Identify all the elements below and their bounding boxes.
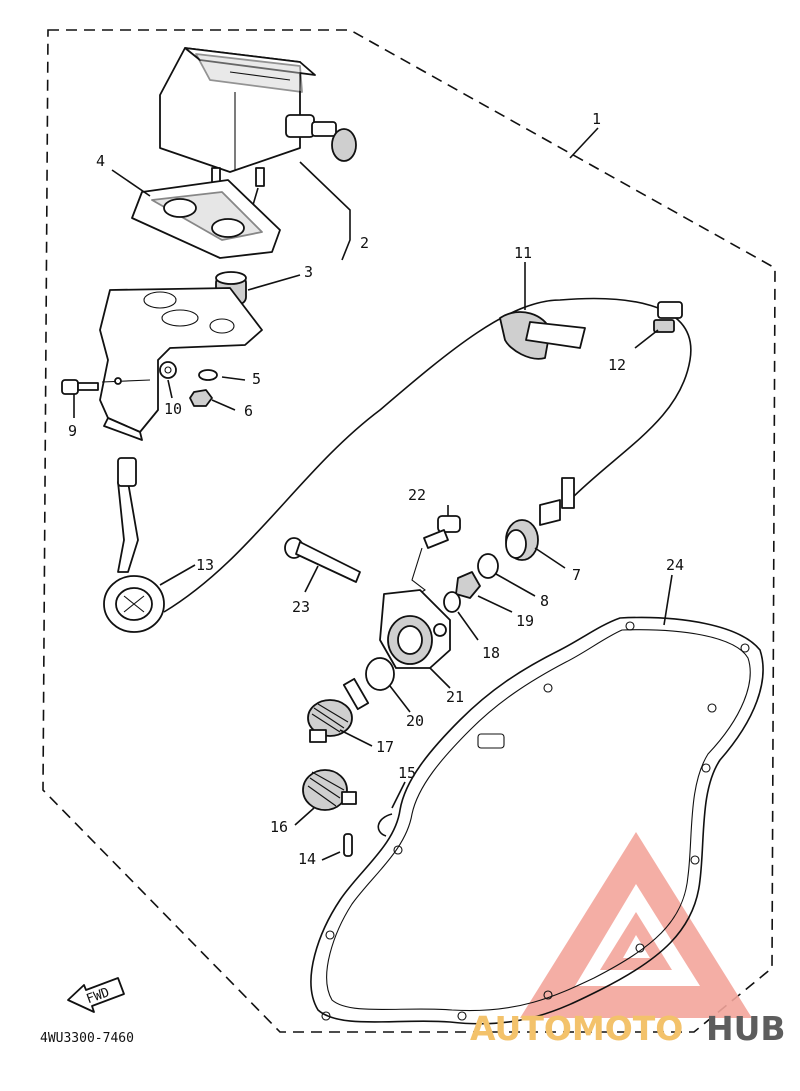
callout-15: 15 — [398, 764, 416, 782]
callout-20: 20 — [406, 712, 424, 730]
callout-14: 14 — [298, 850, 316, 868]
watermark-text-hub: HUB — [706, 1009, 786, 1048]
watermark-text-automoto: AUTOMOTO — [470, 1009, 683, 1048]
part-code: 4WU3300-7460 — [40, 1031, 134, 1046]
o-ring-8 — [477, 553, 499, 579]
callout-23: 23 — [292, 598, 310, 616]
cable-end-13 — [103, 457, 165, 633]
bolt-23 — [284, 537, 361, 583]
speedometer-cable — [163, 297, 692, 613]
washer-5 — [198, 369, 218, 381]
callout-2: 2 — [360, 234, 369, 252]
callout-3: 3 — [304, 263, 313, 281]
pin-14 — [343, 833, 353, 857]
watermark-triangle-icon — [520, 832, 752, 1018]
callout-11: 11 — [514, 244, 532, 262]
gasket-24 — [310, 616, 764, 1025]
leader-line-4 — [111, 169, 151, 197]
fitting-7 — [505, 477, 575, 561]
bolt-22 — [423, 515, 461, 549]
callout-7: 7 — [572, 566, 581, 584]
leader-line-3 — [247, 274, 301, 291]
nut-19 — [455, 571, 481, 599]
callout-22: 22 — [408, 486, 426, 504]
callout-18: 18 — [482, 644, 500, 662]
o-ring-20 — [365, 657, 395, 691]
callout-16: 16 — [270, 818, 288, 836]
callout-21: 21 — [446, 688, 464, 706]
callout-4: 4 — [96, 152, 105, 170]
fastener-9-bolt — [61, 379, 99, 395]
mount-plate — [131, 179, 281, 259]
watermark-logo: AUTOMOTO HUB — [470, 1009, 786, 1048]
callout-5: 5 — [252, 370, 261, 388]
clamp-11 — [499, 311, 586, 360]
callout-6: 6 — [244, 402, 253, 420]
fwd-arrow-icon: FWD — [67, 977, 125, 1013]
callout-24: 24 — [666, 556, 684, 574]
speedometer-unit — [159, 47, 357, 187]
clip-12 — [653, 301, 683, 333]
meter-bracket — [99, 287, 263, 441]
gear-housing-21 — [379, 589, 451, 669]
callout-17: 17 — [376, 738, 394, 756]
gasket-bolt-holes — [321, 621, 750, 1021]
callout-9: 9 — [68, 422, 77, 440]
nut-6 — [189, 389, 213, 407]
callout-13: 13 — [196, 556, 214, 574]
callout-12: 12 — [608, 356, 626, 374]
drive-gear-17 — [307, 677, 370, 743]
callout-10: 10 — [164, 400, 182, 418]
callout-19: 19 — [516, 612, 534, 630]
washer-18 — [443, 591, 461, 613]
nut-10 — [159, 361, 177, 379]
callout-8: 8 — [540, 592, 549, 610]
leader-line-2 — [299, 161, 351, 261]
callout-1: 1 — [592, 110, 601, 128]
leader-line-13 — [159, 564, 196, 586]
circlip-15 — [377, 813, 393, 837]
driven-gear-16 — [302, 769, 357, 811]
